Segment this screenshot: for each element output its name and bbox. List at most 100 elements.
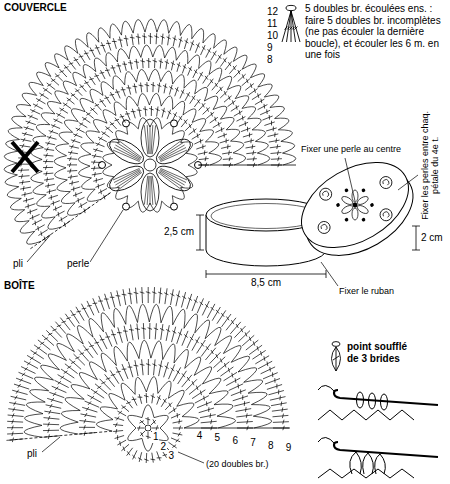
petal-stitches <box>144 176 155 205</box>
loop-sketch <box>381 394 388 410</box>
chain-ring <box>144 159 156 171</box>
row-number: 4 <box>196 430 204 442</box>
leader-line <box>178 452 204 463</box>
lid-rose <box>382 178 390 186</box>
lid-drawing <box>287 145 428 273</box>
row-number: 11 <box>266 18 278 30</box>
dimension-line <box>206 274 326 275</box>
lid-rose <box>317 186 333 202</box>
dimension-tick <box>412 250 420 251</box>
lid-petal <box>341 204 354 215</box>
yarn-sketch <box>318 437 335 444</box>
dimension: 8,5 cm <box>250 277 282 289</box>
row-number: 12 <box>266 6 279 18</box>
legend-text: point soufflé de 3 brides <box>346 341 422 364</box>
legend-symbol <box>332 342 340 347</box>
leader-line <box>42 437 60 452</box>
dimension-tick <box>412 226 420 227</box>
lid-rose <box>378 174 394 190</box>
chain-loops <box>103 118 197 212</box>
dimension-line <box>416 226 417 250</box>
part-label: pli <box>12 258 24 270</box>
stitch-row <box>113 393 183 463</box>
note: Fixer le ruban <box>338 286 395 296</box>
row-number: 9 <box>266 42 274 54</box>
hook-sketch <box>334 442 438 457</box>
lid-rose <box>322 190 330 198</box>
leader-line <box>27 236 50 262</box>
stitch-count: (20 doubles br.) <box>205 459 270 469</box>
dimension-tick <box>196 250 204 251</box>
petal <box>141 173 159 211</box>
part-label: pli <box>26 448 38 460</box>
row-number: 7 <box>249 437 257 449</box>
note: Fixer une perle au centre <box>300 144 402 154</box>
petal-stitches <box>144 125 155 154</box>
chain-row <box>78 93 221 201</box>
legend-symbol <box>282 11 300 42</box>
row-number: 5 <box>214 432 222 444</box>
cross-mark <box>12 142 38 172</box>
lid-bead <box>336 203 341 208</box>
row-edge <box>198 165 296 166</box>
fold-line <box>7 431 113 440</box>
fold-line <box>30 193 110 249</box>
lid-bead <box>370 203 375 208</box>
part-label: perle <box>66 258 90 270</box>
chain-row <box>24 304 272 437</box>
lid-petal <box>352 208 358 220</box>
lid-bead <box>352 202 359 209</box>
puff-sketch <box>350 452 386 474</box>
petal-stitches <box>113 140 142 161</box>
bead <box>171 203 178 210</box>
lid-rose <box>316 219 332 235</box>
leader-line <box>321 262 338 286</box>
chain-row <box>128 405 169 451</box>
lid-rose <box>320 223 328 231</box>
lid-bead <box>344 217 349 222</box>
stitch-row <box>43 58 257 227</box>
legend-symbol <box>332 347 341 371</box>
dimension: 2 cm <box>420 232 444 244</box>
leader-line <box>345 158 355 201</box>
cross-mark <box>12 142 38 172</box>
chain-row <box>54 69 245 215</box>
row-number: 6 <box>231 435 239 447</box>
loop-sketch <box>369 393 376 409</box>
lid-bead <box>361 188 366 193</box>
bead <box>123 120 130 127</box>
row-number: 8 <box>267 440 275 452</box>
dimension-tick <box>196 215 204 216</box>
chain-row <box>60 340 235 434</box>
lid-bead <box>344 188 349 193</box>
dimension-line <box>200 215 201 250</box>
dimension-tick <box>206 270 207 278</box>
leader-line <box>398 175 418 190</box>
stitch-row <box>91 106 209 199</box>
chain-ring <box>145 425 151 431</box>
petal-stitches <box>158 168 187 189</box>
row-number: 10 <box>266 30 279 42</box>
fabric-sketch <box>318 469 414 478</box>
row-number: 8 <box>266 54 274 66</box>
dimension: 2,5 cm <box>163 226 195 238</box>
legend-text: 5 doubles br. écoulées ens. : faire 5 do… <box>304 3 449 61</box>
leader-line <box>90 210 123 262</box>
bead <box>123 203 130 210</box>
legend-symbol <box>286 5 296 10</box>
row-number: 1 <box>152 431 160 443</box>
fabric-sketch <box>318 410 414 420</box>
loop-sketch <box>357 392 364 408</box>
petal-stitches <box>113 168 142 189</box>
petal-stitches <box>158 140 187 161</box>
lid-top <box>287 145 423 265</box>
note: Fixer les perles entre chaq. pétale du 4… <box>420 105 441 225</box>
section-title: COUVERCLE <box>3 2 68 14</box>
hook-sketch <box>334 390 438 405</box>
row-edge <box>184 428 290 429</box>
stitch-row <box>7 287 289 442</box>
yarn-sketch <box>318 385 335 392</box>
lid-rose <box>382 211 390 219</box>
